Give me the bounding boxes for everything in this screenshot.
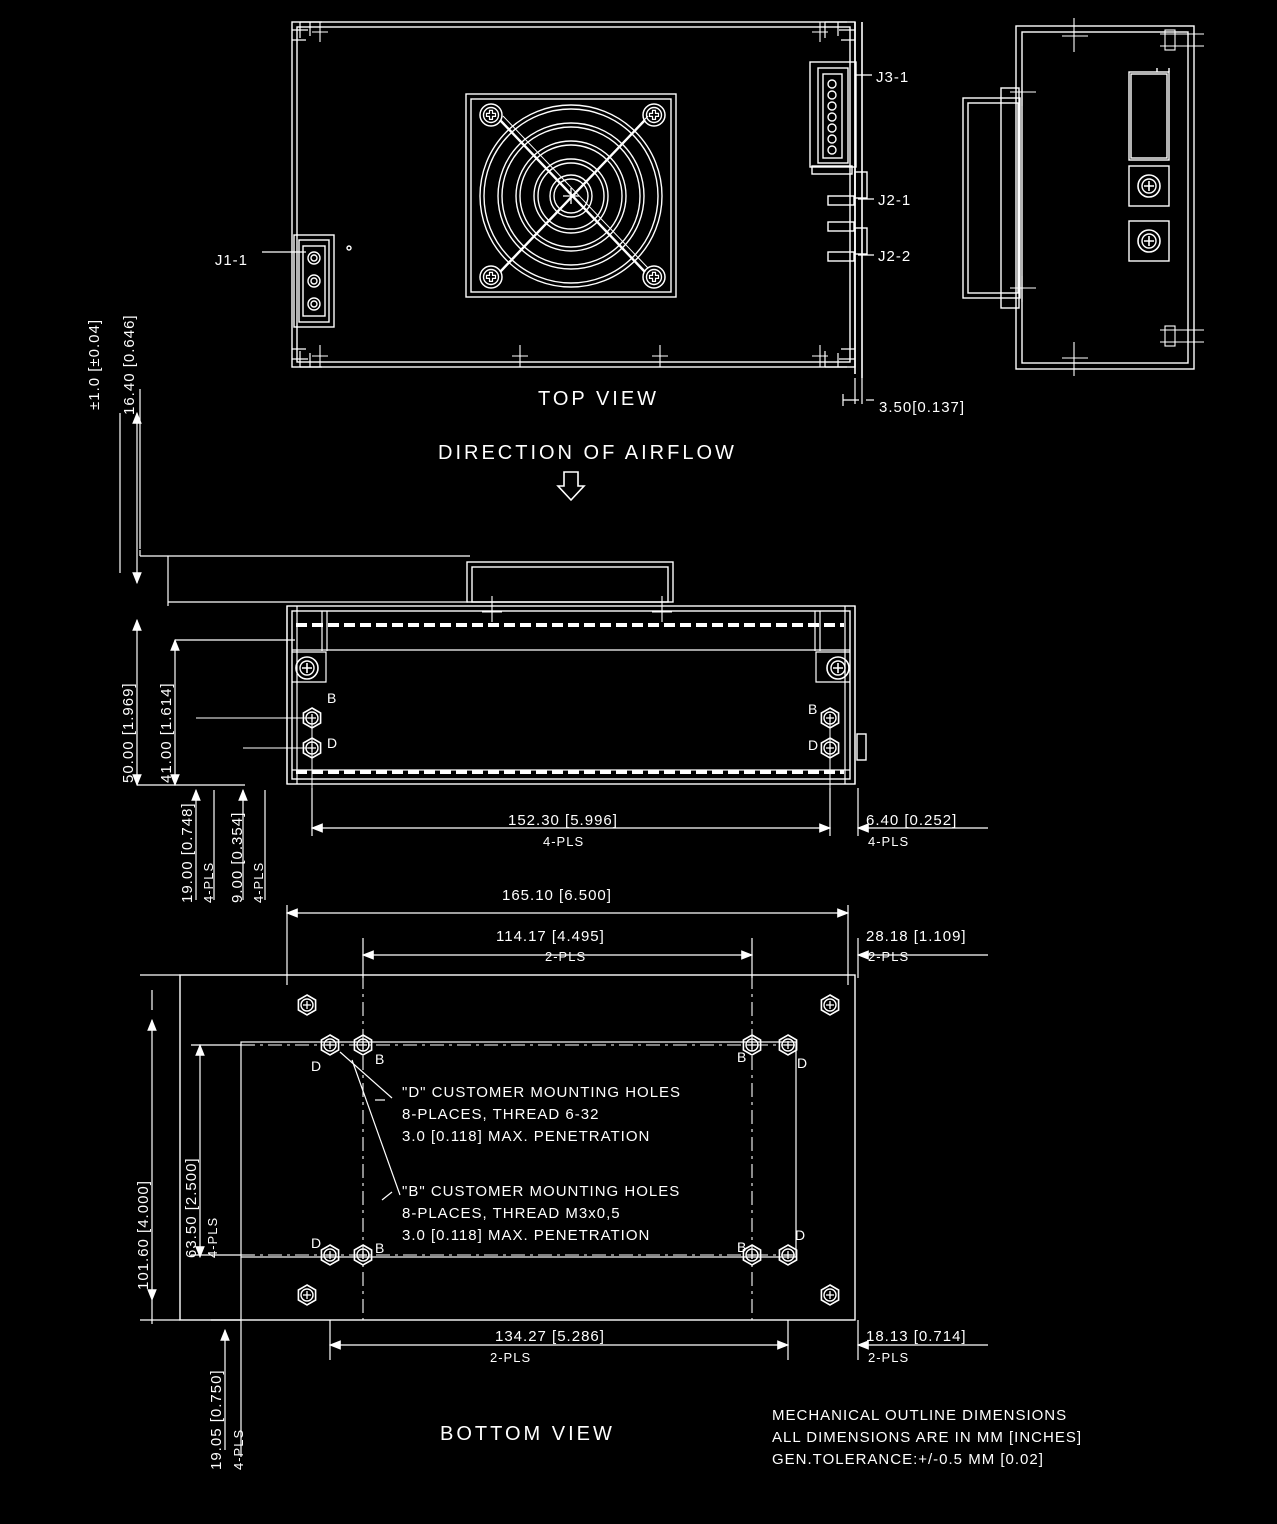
bottom-margin-v-note: 4-PLS <box>231 1429 246 1470</box>
connector-j1-block <box>262 234 352 328</box>
hole-marker-b: B <box>375 1240 385 1256</box>
hole-marker-d: D <box>311 1235 322 1251</box>
top-view-title: TOP VIEW <box>538 388 659 410</box>
connector-label-j2-1: J2-1 <box>878 192 911 209</box>
connector-j2-block <box>827 171 874 262</box>
bottom-edge1-label: 28.18 [1.109] <box>866 928 967 945</box>
hole-marker-b: B <box>327 690 337 706</box>
hole-v1-note: 4-PLS <box>201 862 216 903</box>
side-length-dimensions <box>310 788 988 836</box>
notes-line1: MECHANICAL OUTLINE DIMENSIONS <box>772 1407 1067 1424</box>
bottom-view-title: BOTTOM VIEW <box>440 1423 615 1445</box>
side-length-label: 152.30 [5.996] <box>508 812 618 829</box>
callout-d-line3: 3.0 [0.118] MAX. PENETRATION <box>402 1128 650 1145</box>
bottom-view-dimensions <box>140 905 988 1457</box>
callout-b-holes: "B" CUSTOMER MOUNTING HOLES 8-PLACES, TH… <box>402 1183 680 1244</box>
top-offset-label: 16.40 [0.646] <box>121 314 138 415</box>
callout-d-line1: "D" CUSTOMER MOUNTING HOLES <box>402 1084 681 1101</box>
hole-marker-d: D <box>795 1227 806 1243</box>
hole-v2-note: 4-PLS <box>251 862 266 903</box>
hole-marker-d: D <box>327 735 338 751</box>
airflow-arrow-icon <box>556 471 586 502</box>
hole-marker-d: D <box>311 1058 322 1074</box>
hole-marker-d: D <box>808 737 819 753</box>
hole-v2-label: 9.00 [0.354] <box>229 812 246 903</box>
fan-guard-icon <box>465 93 677 298</box>
thickness-dimension-label: 3.50[0.137] <box>879 399 965 416</box>
hole-span-v-label: 63.50 [2.500] <box>183 1157 200 1258</box>
callout-b-line2: 8-PLACES, THREAD M3x0,5 <box>402 1205 621 1222</box>
overall-length-label: 165.10 [6.500] <box>502 887 612 904</box>
bottom-edge2-label: 18.13 [0.714] <box>866 1328 967 1345</box>
hole-marker-b: B <box>808 701 818 717</box>
side-length-note: 4-PLS <box>543 834 584 849</box>
callout-b-line1: "B" CUSTOMER MOUNTING HOLES <box>402 1183 680 1200</box>
side-edge-label: 6.40 [0.252] <box>866 812 957 829</box>
hole-v1-label: 19.00 [0.748] <box>179 802 196 903</box>
body-height-label: 41.00 [1.614] <box>158 682 175 783</box>
tolerance-height-label: ±1.0 [±0.04] <box>86 319 103 410</box>
side-edge-note: 4-PLS <box>868 834 909 849</box>
general-notes-block: MECHANICAL OUTLINE DIMENSIONS ALL DIMENS… <box>772 1407 1082 1468</box>
bottom-span2-note: 2-PLS <box>490 1350 531 1365</box>
callout-d-line2: 8-PLACES, THREAD 6-32 <box>402 1106 599 1123</box>
connector-j3-block <box>809 61 872 175</box>
hole-marker-b: B <box>375 1051 385 1067</box>
thickness-dimension <box>842 378 874 406</box>
connector-label-j1-1: J1-1 <box>215 252 248 269</box>
hole-marker-b: B <box>737 1239 747 1255</box>
bottom-edge2-note: 2-PLS <box>868 1350 909 1365</box>
side-view-dimensions <box>119 411 295 900</box>
overall-width-label: 101.60 [4.000] <box>135 1180 152 1290</box>
end-view-drawing <box>962 18 1204 376</box>
notes-line2: ALL DIMENSIONS ARE IN MM [INCHES] <box>772 1429 1082 1446</box>
overall-height-label: 50.00 [1.969] <box>120 682 137 783</box>
bottom-edge1-note: 2-PLS <box>868 949 909 964</box>
connector-label-j2-2: J2-2 <box>878 248 911 265</box>
top-view-drawing <box>262 21 874 406</box>
bottom-span1-note: 2-PLS <box>545 949 586 964</box>
callout-b-line3: 3.0 [0.118] MAX. PENETRATION <box>402 1227 650 1244</box>
airflow-label: DIRECTION OF AIRFLOW <box>438 442 737 464</box>
hole-marker-b: B <box>737 1049 747 1065</box>
connector-label-j3-1: J3-1 <box>876 69 909 86</box>
side-view-drawing <box>139 389 867 788</box>
callout-d-holes: "D" CUSTOMER MOUNTING HOLES 8-PLACES, TH… <box>402 1084 681 1145</box>
hole-span-v-note: 4-PLS <box>205 1217 220 1258</box>
bottom-margin-v-label: 19.05 [0.750] <box>208 1369 225 1470</box>
bottom-span1-label: 114.17 [4.495] <box>496 928 605 945</box>
bottom-span2-label: 134.27 [5.286] <box>495 1328 605 1345</box>
bottom-view-drawing <box>179 974 856 1321</box>
notes-line3: GEN.TOLERANCE:+/-0.5 MM [0.02] <box>772 1451 1044 1468</box>
hole-marker-d: D <box>797 1055 808 1071</box>
